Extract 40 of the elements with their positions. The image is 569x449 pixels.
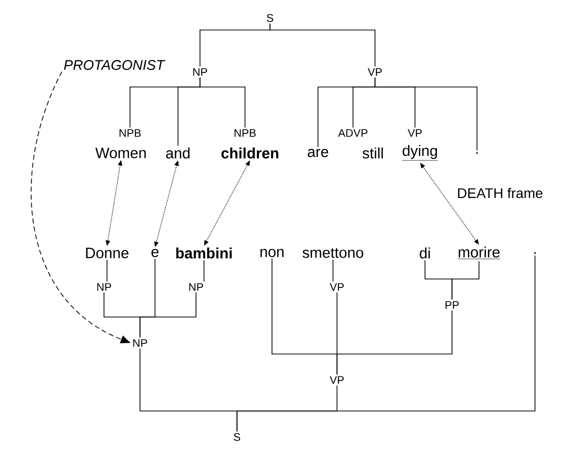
word: di — [420, 248, 430, 258]
category-label: S — [234, 433, 240, 441]
category-label: NPB — [234, 129, 256, 137]
category-label: PP — [446, 301, 459, 309]
word: non — [260, 248, 284, 258]
category-label: NP — [97, 283, 112, 291]
word: and — [166, 147, 190, 158]
tree-branch — [200, 77, 246, 128]
tree-branch — [332, 259, 334, 282]
tree-branch — [106, 260, 108, 282]
tree-branch — [270, 23, 376, 67]
edge-label: DEATH frame — [456, 186, 544, 200]
word: smettono — [302, 248, 364, 258]
word: morire — [458, 246, 500, 260]
category-label: NP — [133, 339, 148, 347]
role-label: PROTAGONIST — [64, 60, 166, 70]
category-label: VP — [330, 376, 344, 384]
category-label: ADVP — [338, 129, 368, 137]
category-label: VP — [408, 129, 422, 137]
category-label: VP — [368, 68, 382, 76]
category-label: NPB — [120, 129, 141, 137]
word: bambini — [176, 248, 232, 258]
word: dying — [402, 145, 438, 161]
word: . — [534, 252, 536, 254]
word: . — [476, 152, 478, 154]
category-label: VP — [330, 283, 344, 291]
tree-branch — [140, 292, 196, 338]
word: still — [362, 147, 383, 158]
category-label: S — [266, 14, 274, 22]
word: Women — [95, 148, 146, 158]
word: are — [308, 148, 328, 158]
word: e — [151, 248, 158, 258]
category-label: NP — [189, 283, 204, 291]
word: children — [221, 147, 278, 158]
word: Donne — [86, 248, 128, 258]
category-label: NP — [193, 68, 208, 76]
tree-branch — [236, 255, 536, 432]
tree-branch — [452, 260, 480, 300]
tree-branch — [336, 310, 452, 375]
tree-branch — [374, 77, 478, 151]
